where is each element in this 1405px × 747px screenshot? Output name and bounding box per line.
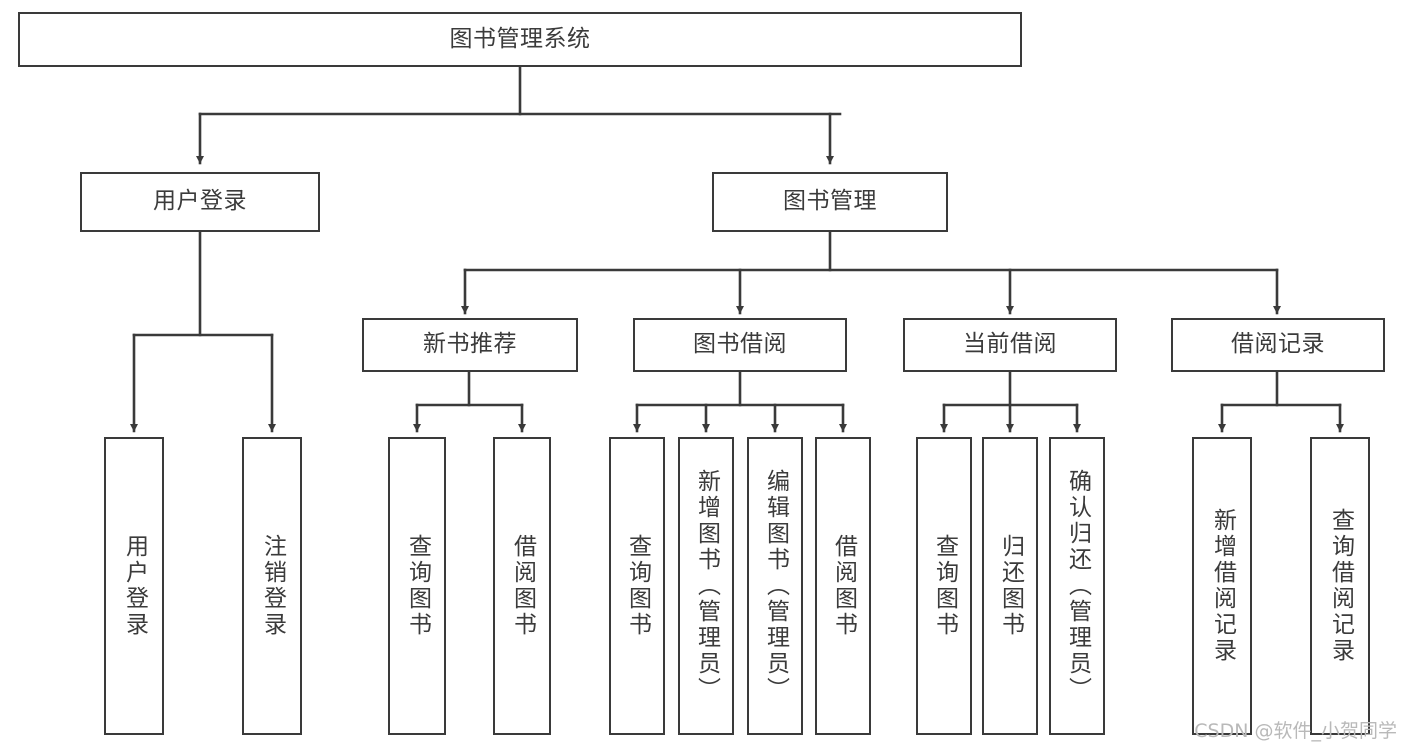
node-root[interactable]: 图书管理系统 xyxy=(18,12,1022,67)
node-book-manage[interactable]: 图书管理 xyxy=(712,172,948,232)
node-leaf-borrow-book-1-label: 借阅图书 xyxy=(509,534,536,638)
node-current-borrow[interactable]: 当前借阅 xyxy=(903,318,1117,372)
node-leaf-user-login-label: 用户登录 xyxy=(121,534,148,638)
node-book-borrow-label: 图书借阅 xyxy=(693,331,787,358)
node-leaf-query-record[interactable]: 查询借阅记录 xyxy=(1310,437,1370,735)
node-leaf-borrow-book-1[interactable]: 借阅图书 xyxy=(493,437,551,735)
node-leaf-query-book-2-label: 查询图书 xyxy=(624,534,651,638)
node-leaf-query-book-2[interactable]: 查询图书 xyxy=(609,437,665,735)
node-leaf-return-book[interactable]: 归还图书 xyxy=(982,437,1038,735)
node-leaf-return-book-label: 归还图书 xyxy=(997,534,1024,638)
watermark-text: CSDN @软件_小贺同学 xyxy=(1194,720,1397,742)
node-leaf-query-book-3[interactable]: 查询图书 xyxy=(916,437,972,735)
node-leaf-edit-book[interactable]: 编辑图书（管理员） xyxy=(747,437,803,735)
node-leaf-query-record-label: 查询借阅记录 xyxy=(1327,508,1354,664)
node-user-login[interactable]: 用户登录 xyxy=(80,172,320,232)
node-root-label: 图书管理系统 xyxy=(449,25,591,52)
node-borrow-record[interactable]: 借阅记录 xyxy=(1171,318,1385,372)
node-leaf-logout[interactable]: 注销登录 xyxy=(242,437,302,735)
node-leaf-borrow-book-2[interactable]: 借阅图书 xyxy=(815,437,871,735)
node-leaf-query-book-1-label: 查询图书 xyxy=(404,534,431,638)
node-current-borrow-label: 当前借阅 xyxy=(963,331,1057,358)
node-user-login-label: 用户登录 xyxy=(153,188,247,215)
node-leaf-logout-label: 注销登录 xyxy=(259,534,286,638)
node-leaf-confirm-return-label: 确认归还（管理员） xyxy=(1064,469,1091,703)
node-new-book-rec-label: 新书推荐 xyxy=(423,331,517,358)
node-leaf-add-book[interactable]: 新增图书（管理员） xyxy=(678,437,734,735)
node-leaf-query-book-1[interactable]: 查询图书 xyxy=(388,437,446,735)
node-leaf-add-book-label: 新增图书（管理员） xyxy=(693,469,720,703)
node-leaf-borrow-book-2-label: 借阅图书 xyxy=(830,534,857,638)
node-book-manage-label: 图书管理 xyxy=(783,188,877,215)
node-leaf-add-record-label: 新增借阅记录 xyxy=(1209,508,1236,664)
node-book-borrow[interactable]: 图书借阅 xyxy=(633,318,847,372)
node-leaf-query-book-3-label: 查询图书 xyxy=(931,534,958,638)
node-leaf-edit-book-label: 编辑图书（管理员） xyxy=(762,469,789,703)
node-new-book-rec[interactable]: 新书推荐 xyxy=(362,318,578,372)
node-leaf-add-record[interactable]: 新增借阅记录 xyxy=(1192,437,1252,735)
node-borrow-record-label: 借阅记录 xyxy=(1231,331,1325,358)
node-leaf-user-login[interactable]: 用户登录 xyxy=(104,437,164,735)
node-leaf-confirm-return[interactable]: 确认归还（管理员） xyxy=(1049,437,1105,735)
